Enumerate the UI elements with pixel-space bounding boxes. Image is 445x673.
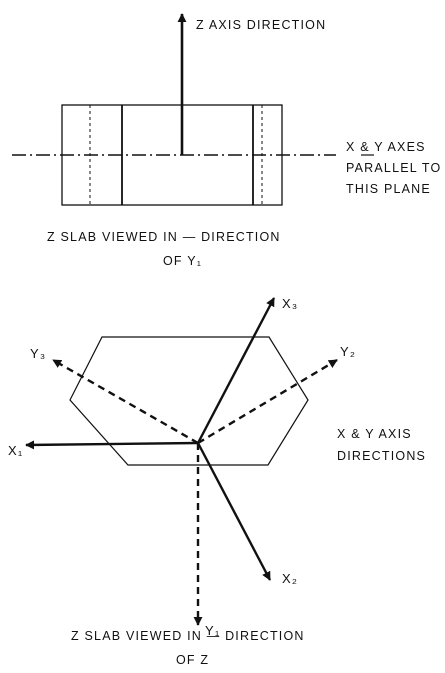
x1-axis-arrow <box>25 440 199 450</box>
xy-directions-label: DIRECTIONS <box>337 449 426 463</box>
top-view-caption: OF Y₁ <box>163 254 202 268</box>
bottom-view-caption: Z SLAB VIEWED IN — DIRECTION <box>71 629 305 643</box>
x3-axis-label: X₃ <box>282 296 298 311</box>
bottom-view: X₁ X₂ X₃ Y₁ Y₂ Y₃ X & Y AXIS DIRECTIONS … <box>8 296 426 667</box>
y2-axis-label: Y₂ <box>340 344 356 359</box>
x2-axis-label: X₂ <box>282 571 298 586</box>
x3-axis-arrow <box>196 297 276 444</box>
y2-axis-arrow <box>197 358 338 445</box>
x1-axis-label: X₁ <box>8 443 23 458</box>
top-view: Z AXIS DIRECTION X & Y AXES PARALLEL TO … <box>12 13 441 268</box>
z-slab-hexagon <box>69 336 309 466</box>
bottom-view-caption: OF Z <box>176 653 209 667</box>
xy-axes-label: PARALLEL TO <box>346 161 441 175</box>
y3-axis-arrow <box>52 358 199 445</box>
xy-directions-label: X & Y AXIS <box>337 427 412 441</box>
xy-axes-label: THIS PLANE <box>346 182 431 196</box>
y3-axis-label: Y₃ <box>30 346 46 361</box>
x2-axis-arrow <box>196 442 272 581</box>
xy-axes-label: X & Y AXES <box>346 140 426 154</box>
z-axis-label: Z AXIS DIRECTION <box>196 18 326 32</box>
top-view-caption: Z SLAB VIEWED IN — DIRECTION <box>47 230 281 244</box>
y1-axis-label: Y₁ <box>205 623 220 638</box>
